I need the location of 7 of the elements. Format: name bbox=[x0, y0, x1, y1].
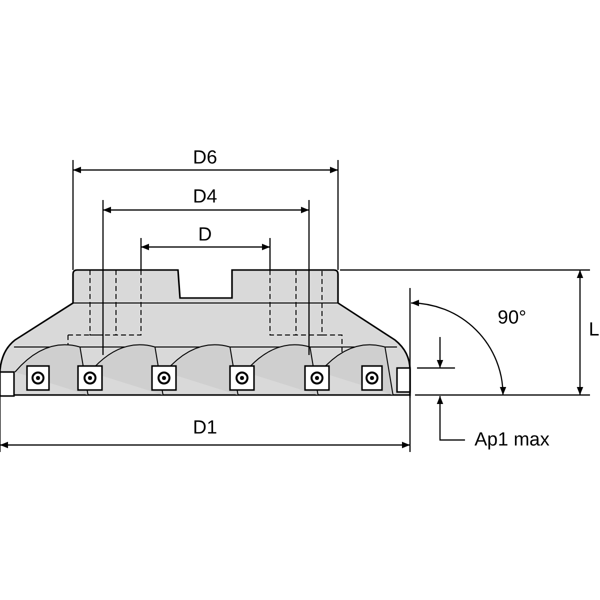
dimension-label: L bbox=[588, 320, 600, 340]
dimension-label: D bbox=[198, 226, 212, 244]
dimension-label: D4 bbox=[192, 188, 218, 206]
dimension-label: Ap1 max bbox=[474, 430, 550, 450]
dimension-label: D6 bbox=[192, 148, 218, 168]
dimension-label: D1 bbox=[192, 418, 218, 438]
dimension-label: 90° bbox=[498, 308, 526, 328]
